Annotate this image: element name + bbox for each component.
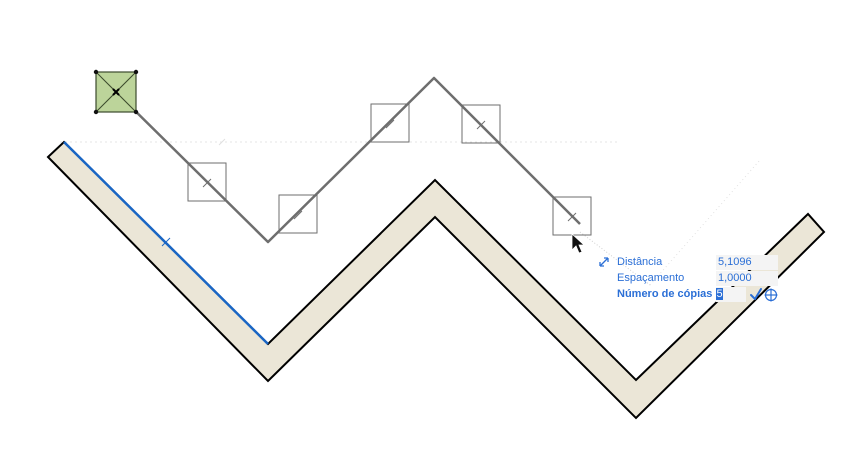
tracker-row-copies: Número de cópias [595,287,781,302]
coordinate-tracker: Distância 5,1096 Espaçamento 1,0000 Núme… [595,253,781,303]
copy-preview-4 [461,104,501,144]
copy-preview-3 [370,103,410,143]
distance-label: Distância [617,256,663,268]
multiply-path [115,76,581,244]
copies-input[interactable] [716,288,723,300]
copies-label: Número de cópias [617,288,713,300]
tracker-row-spacing: Espaçamento 1,0000 [595,271,781,286]
distance-value[interactable]: 5,1096 [716,255,778,270]
arrow-cursor-icon [571,233,586,254]
copy-preview-1 [187,162,227,202]
spacing-label: Espaçamento [617,272,685,284]
spacing-value[interactable]: 1,0000 [716,271,778,286]
tracker-row-distance: Distância 5,1096 [595,255,781,270]
crosshair-circle-icon[interactable] [764,288,778,302]
selected-wall-edge[interactable] [63,141,269,345]
distance-arrow-icon [599,257,609,267]
copy-preview-2 [278,194,318,234]
wall-edge-midpoint-tick [161,237,171,247]
midpoint-marker [218,138,226,146]
checkmark-icon[interactable] [749,287,763,302]
selected-object-icon[interactable] [93,69,139,115]
copies-field[interactable] [716,287,746,302]
